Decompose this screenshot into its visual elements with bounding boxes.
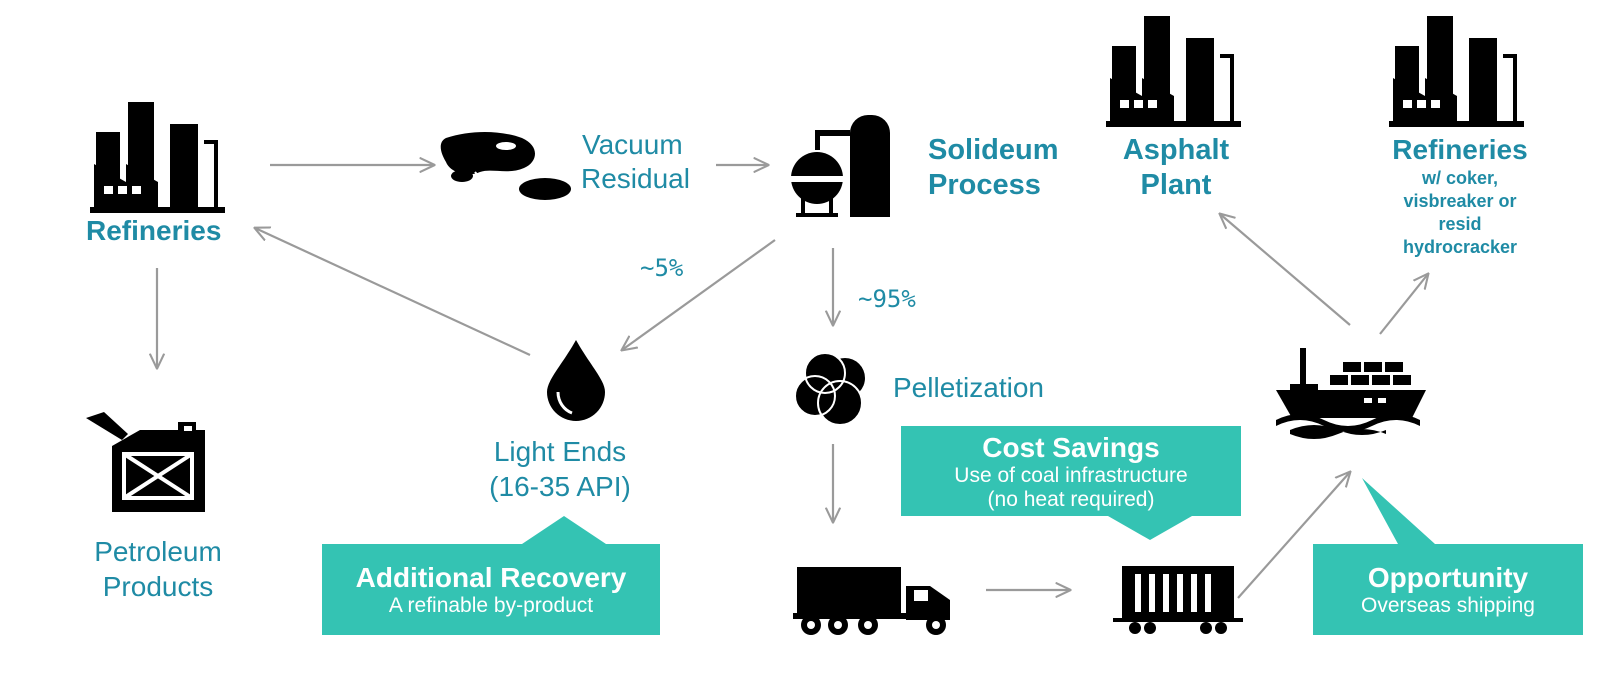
asphalt-plant-line-2: Plant (1140, 169, 1212, 201)
callout-opportunity: Opportunity Overseas shipping (1313, 562, 1583, 618)
oil-spill-icon (440, 132, 571, 200)
pellets-icon (794, 352, 865, 426)
opportunity-subtitle: Overseas shipping (1361, 594, 1535, 617)
petroleum-products-line-2: Products (102, 571, 214, 602)
percent-pellets: ~95% (858, 285, 916, 313)
solideum-process-line-1: Solideum (928, 134, 1059, 166)
cost-savings-title: Cost Savings (982, 432, 1160, 463)
arrow-ship-to-coker (1379, 274, 1428, 335)
solideum-process-line-2: Process (928, 169, 1041, 201)
callout-shapes (322, 426, 1583, 635)
distillation-icon (788, 115, 890, 217)
node-vacuum-residual: Vacuum Residual (581, 128, 690, 196)
cargo-ship-icon (1276, 348, 1426, 439)
refineries-coker-title: Refineries (1392, 134, 1528, 165)
additional-recovery-title: Additional Recovery (355, 562, 627, 593)
light-ends-line-2: (16-35 API) (489, 471, 631, 502)
refineries-coker-line-3: resid (1438, 214, 1482, 234)
vacuum-residual-line-1: Vacuum (582, 129, 683, 160)
callout-box-additional-recovery (322, 516, 660, 635)
railcar-icon (1113, 566, 1243, 634)
petroleum-products-line-1: Petroleum (94, 536, 222, 567)
callout-box-cost-savings (901, 426, 1241, 540)
jerry-can-icon (86, 412, 205, 512)
callout-box-opportunity (1313, 478, 1583, 635)
callout-cost-savings: Cost Savings Use of coal infrastructure … (901, 432, 1241, 512)
arrow-ship-to-asphalt (1220, 214, 1351, 326)
node-refineries-coker: Refineries w/ coker, visbreaker or resid… (1360, 133, 1560, 259)
opportunity-title: Opportunity (1367, 562, 1529, 593)
factory-icon (90, 102, 225, 213)
factory-icon (1389, 16, 1524, 127)
oil-drop-icon (547, 340, 605, 421)
refineries-coker-line-1: w/ coker, (1421, 168, 1499, 188)
flow-arrows (157, 165, 1428, 599)
truck-icon (793, 567, 950, 635)
arrow-rail-to-ship (1237, 472, 1350, 599)
node-solideum-process: Solideum Process (928, 133, 1059, 203)
node-petroleum-products: Petroleum Products (60, 534, 256, 604)
cost-savings-line-2: (no heat required) (987, 488, 1155, 511)
additional-recovery-subtitle: A refinable by-product (388, 594, 594, 617)
callout-additional-recovery: Additional Recovery A refinable by-produ… (322, 562, 660, 618)
vacuum-residual-line-2: Residual (581, 163, 690, 194)
node-pelletization: Pelletization (893, 372, 1044, 403)
light-ends-line-1: Light Ends (493, 436, 627, 467)
percent-light-ends: ~5% (640, 254, 684, 282)
refineries-coker-line-2: visbreaker or (1403, 191, 1517, 211)
node-refineries: Refineries (86, 215, 222, 246)
factory-icon (1106, 16, 1241, 127)
arrow-process-to-light-ends (622, 239, 776, 350)
node-asphalt-plant: Asphalt Plant (1106, 133, 1246, 203)
refineries-coker-line-4: hydrocracker (1402, 237, 1518, 257)
cost-savings-line-1: Use of coal infrastructure (954, 464, 1188, 487)
asphalt-plant-line-1: Asphalt (1122, 134, 1230, 166)
arrow-light-ends-to-refineries (255, 228, 531, 356)
node-light-ends: Light Ends (16-35 API) (470, 434, 650, 504)
